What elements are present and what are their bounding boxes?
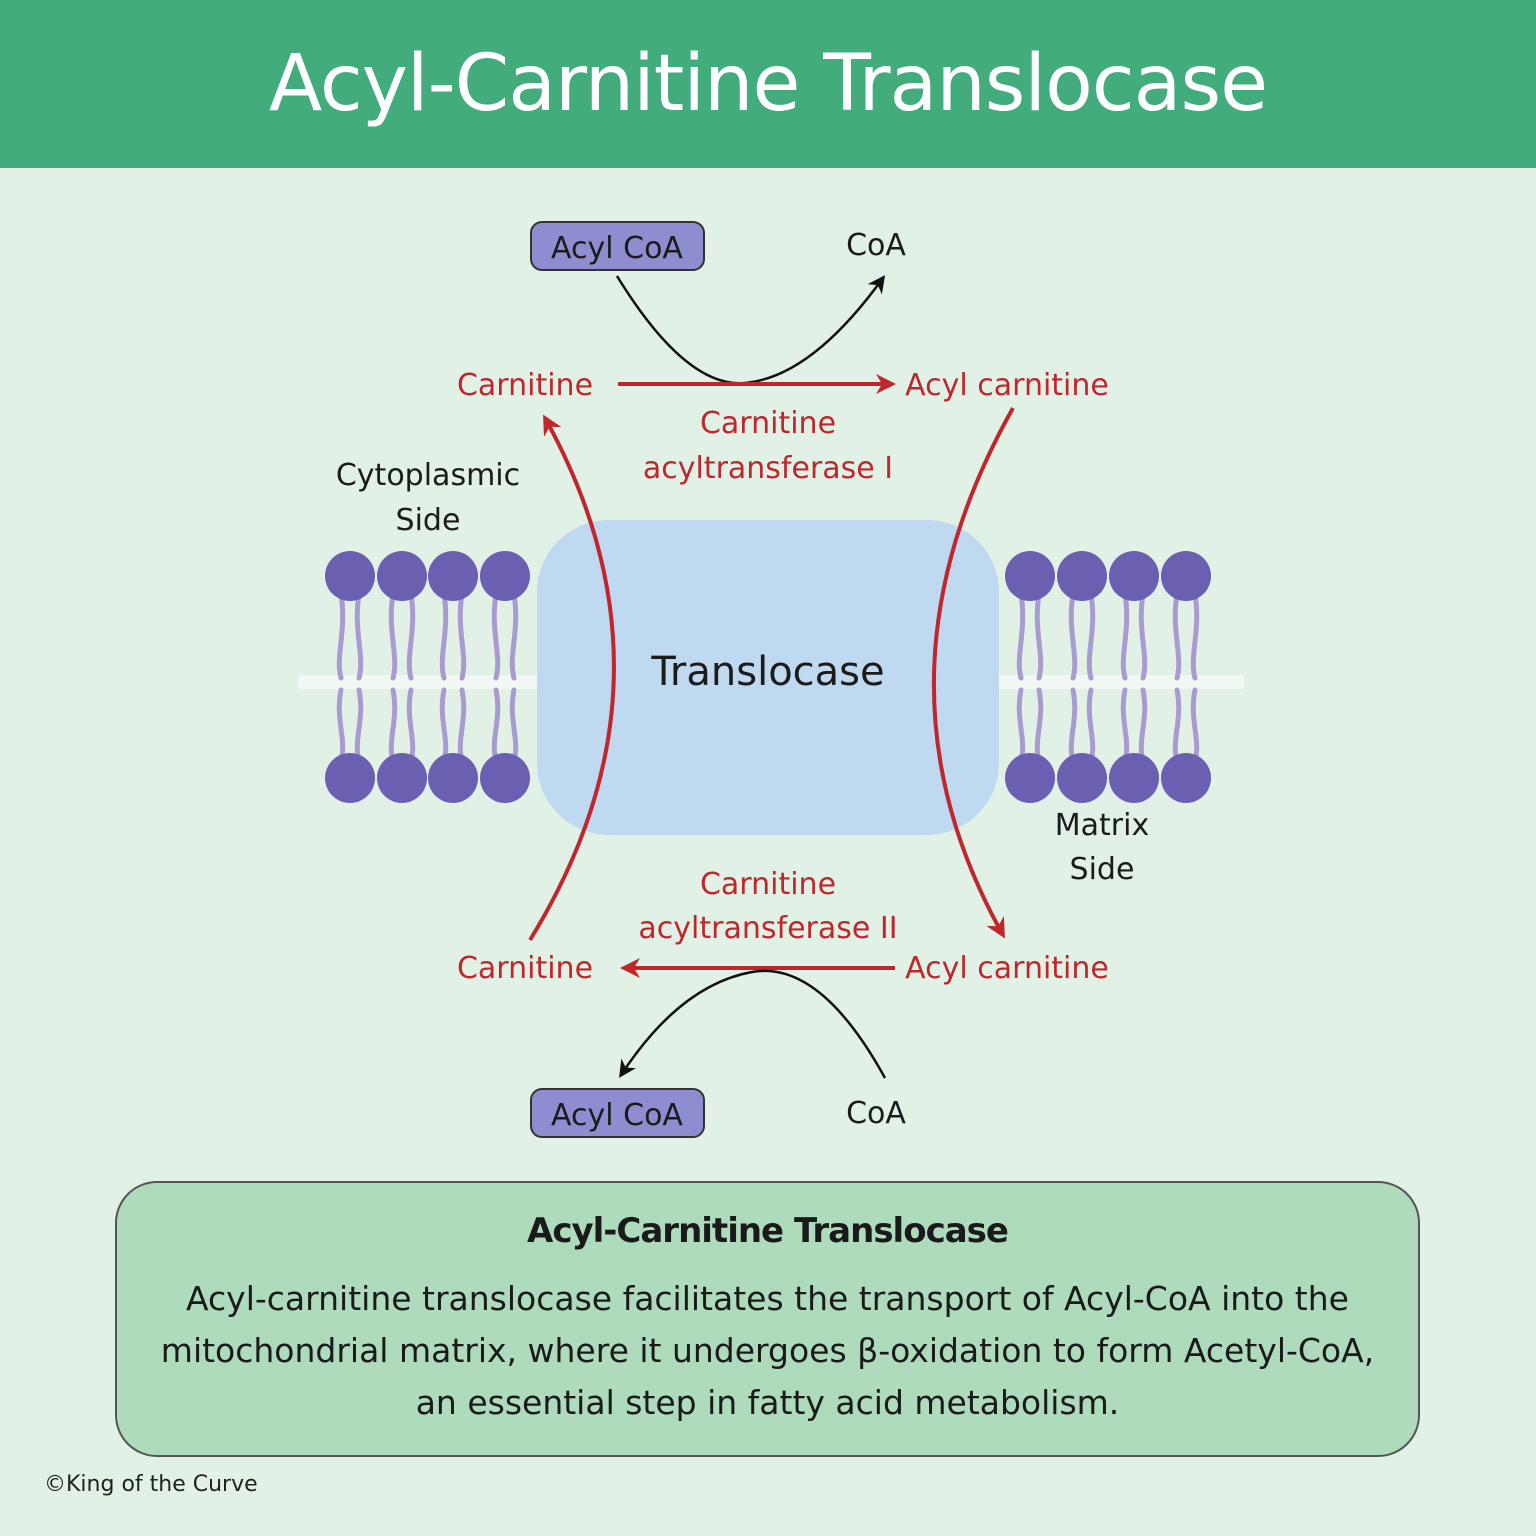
enzyme-1-line1: Carnitine	[700, 406, 836, 441]
acyl-coa-bottom-label: Acyl CoA	[551, 1098, 683, 1133]
lipid-head	[480, 551, 530, 601]
enzyme-2-line2: acyltransferase II	[638, 911, 897, 946]
header-banner: Acyl-Carnitine Translocase	[0, 0, 1536, 168]
acyl-carnitine-top-label: Acyl carnitine	[905, 368, 1109, 403]
lipid-tail	[1086, 591, 1096, 763]
lipid-tail	[354, 591, 364, 763]
info-box-heading: Acyl-Carnitine Translocase	[527, 1211, 1009, 1251]
carnitine-return-arc	[528, 414, 616, 942]
enzyme-2-line1: Carnitine	[700, 867, 836, 902]
acyl-coa-top-box	[530, 221, 705, 271]
lipid-tail	[1172, 591, 1182, 763]
info-box: Acyl-Carnitine Translocase Acyl-carnitin…	[115, 1181, 1420, 1457]
lipid-head	[428, 753, 478, 803]
lipid-bilayer-left	[325, 551, 530, 803]
carnitine-bottom-label: Carnitine	[457, 951, 593, 986]
lipid-head	[1005, 753, 1055, 803]
translocase-label: Translocase	[650, 649, 884, 695]
copyright-credit: ©King of the Curve	[44, 1472, 258, 1497]
info-box-body: Acyl-carnitine translocase facilitates t…	[160, 1279, 1375, 1422]
lipid-tail	[509, 591, 519, 763]
lipid-head	[1161, 551, 1211, 601]
cytoplasmic-side-line1: Cytoplasmic	[336, 458, 520, 493]
lipid-tail	[406, 591, 416, 763]
lipid-head	[1109, 551, 1159, 601]
coa-top-label: CoA	[846, 228, 906, 263]
matrix-side-line2: Side	[1070, 852, 1135, 887]
lipid-head	[1161, 753, 1211, 803]
lipid-tail	[336, 591, 346, 763]
acyl-carnitine-bottom-label: Acyl carnitine	[905, 951, 1109, 986]
lipid-tail	[439, 591, 449, 763]
acyl-coa-reform-arrow-bottom	[619, 969, 887, 1079]
enzyme-1-line2: acyltransferase I	[643, 451, 893, 486]
lipid-tail	[1138, 591, 1148, 763]
lipid-head	[428, 551, 478, 601]
lipid-head	[480, 753, 530, 803]
lipid-head	[1057, 753, 1107, 803]
acyl-carnitine-diagram: Translocase Acyl CoA CoA Carnitine Acyl …	[298, 221, 1244, 1138]
lipid-bilayer-right	[1005, 551, 1211, 803]
acyl-coa-top-label: Acyl CoA	[551, 231, 683, 266]
lipid-head	[1057, 551, 1107, 601]
coa-release-arrow-top	[615, 275, 886, 385]
lipid-tail	[491, 591, 501, 763]
lipid-tail	[388, 591, 398, 763]
lipid-head	[377, 753, 427, 803]
lipid-head	[325, 753, 375, 803]
acyl-carnitine-import-arc	[931, 407, 1015, 939]
lipid-tail	[1190, 591, 1200, 763]
lipid-head	[1005, 551, 1055, 601]
cytoplasmic-side-line2: Side	[396, 503, 461, 538]
lipid-tail	[1120, 591, 1130, 763]
lipid-tail	[1016, 591, 1026, 763]
matrix-side-line1: Matrix	[1055, 808, 1149, 843]
coa-bottom-label: CoA	[846, 1096, 906, 1131]
lipid-head	[377, 551, 427, 601]
lipid-head	[325, 551, 375, 601]
lipid-tail	[1068, 591, 1078, 763]
page-title: Acyl-Carnitine Translocase	[268, 39, 1268, 129]
lipid-head	[1109, 753, 1159, 803]
carnitine-top-label: Carnitine	[457, 368, 593, 403]
lipid-tail	[1034, 591, 1044, 763]
acyl-coa-bottom-box	[530, 1088, 705, 1138]
lipid-tail	[457, 591, 467, 763]
translocase-protein	[537, 520, 999, 835]
